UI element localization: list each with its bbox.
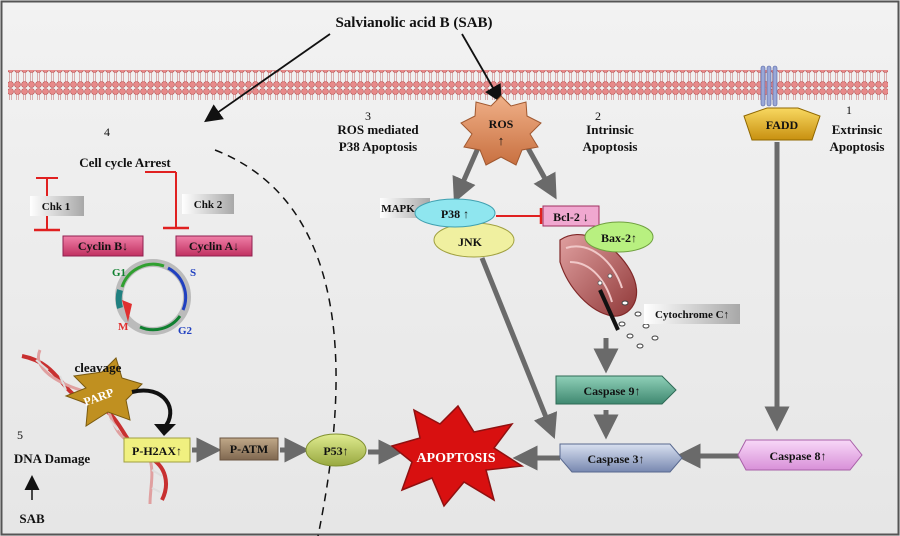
- phase-g1: G1: [112, 267, 126, 279]
- p38-node: [414, 198, 496, 228]
- ph2ax-label: P-H2AX↑: [132, 444, 182, 458]
- cyclina-label: Cyclin A↓: [189, 239, 239, 253]
- p53-node: [305, 433, 367, 467]
- parp-cleavage-arrowhead: [154, 424, 176, 436]
- sab-to-cellcycle-arrow: [204, 33, 331, 123]
- cytochrome-particles: [618, 300, 659, 349]
- chk2-label: Chk 2: [194, 199, 223, 211]
- pathway-2-line1: Intrinsic: [586, 122, 634, 137]
- pathway-4-label: Cell cycle Arrest: [79, 155, 171, 170]
- chk1-label: Chk 1: [42, 201, 70, 213]
- chk1-box: [30, 196, 84, 216]
- ros-arrow-label: ↑: [498, 133, 505, 148]
- cyclinb-label: Cyclin B↓: [78, 239, 128, 253]
- cytochrome-box: [644, 304, 740, 324]
- pathway-1-line2: Apoptosis: [830, 139, 885, 154]
- bcl2-box: [542, 205, 600, 227]
- parp-node: [64, 357, 143, 427]
- pathway-1-number: 1: [846, 103, 852, 117]
- phase-m: M: [118, 321, 129, 333]
- pathway-5-number: 5: [17, 428, 23, 442]
- cleavage-label: cleavage: [75, 360, 122, 375]
- cell-membrane: [8, 70, 888, 100]
- ros-label: ROS: [489, 117, 514, 131]
- chk2-box: [182, 194, 234, 214]
- phase-s: S: [190, 267, 196, 279]
- title-sab: Salvianolic acid B (SAB): [335, 15, 492, 31]
- patm-label: P-ATM: [230, 442, 268, 456]
- pathway-arrows: [192, 142, 790, 471]
- sab-bottom-label: SAB: [19, 511, 45, 526]
- mitochondrion-icon: [559, 234, 638, 331]
- apoptosis-label: APOPTOSIS: [416, 451, 495, 466]
- caspase9-node: [555, 375, 677, 405]
- apoptosis-burst: [390, 404, 525, 508]
- pathway-4-number: 4: [104, 125, 110, 139]
- pathway-2-line2: Apoptosis: [583, 139, 638, 154]
- jnk-label: JNK: [458, 235, 483, 249]
- bcl2-label: Bcl-2 ↓: [553, 210, 589, 224]
- caspase3-label: Caspase 3↑: [587, 452, 644, 466]
- fadd-node: [743, 107, 821, 141]
- caspase9-label: Caspase 9↑: [583, 384, 640, 398]
- caspase3-node: [559, 443, 683, 473]
- pathway-3-number: 3: [365, 109, 371, 123]
- sab-to-ros-arrow: [461, 33, 502, 104]
- death-receptor: [760, 65, 778, 107]
- cell-cycle-icon: [115, 259, 191, 335]
- fadd-label: FADD: [766, 118, 799, 132]
- parp-cleavage-arrow: [131, 388, 173, 430]
- ros-to-p38-arrow: [452, 146, 481, 203]
- mapk-label: MAPK: [381, 203, 415, 215]
- pathway-1-line1: Extrinsic: [832, 122, 883, 137]
- ros-to-bcl2-arrow: [525, 146, 557, 200]
- ros-node: [460, 95, 542, 166]
- jnk-to-caspase3-arrow: [479, 257, 558, 439]
- cyclina-box: [175, 235, 253, 257]
- patm-box: [219, 437, 279, 461]
- bax2-label: Bax-2↑: [601, 231, 637, 245]
- caspase8-label: Caspase 8↑: [769, 449, 826, 463]
- phase-g2: G2: [178, 325, 193, 337]
- pathway-3-line1: ROS mediated: [337, 122, 419, 137]
- pathway-2-number: 2: [595, 109, 601, 123]
- p38-label: P38 ↑: [441, 207, 469, 221]
- cyclinb-box: [62, 235, 144, 257]
- ph2ax-box: [123, 437, 191, 463]
- pathway-3-line2: P38 Apoptosis: [339, 139, 417, 154]
- caspase8-node: [737, 439, 863, 471]
- pathway-5-label: DNA Damage: [14, 451, 90, 466]
- p53-label: P53↑: [323, 444, 348, 458]
- bax2-node: [584, 221, 654, 253]
- cytochrome-label: Cytochrome C↑: [655, 309, 729, 321]
